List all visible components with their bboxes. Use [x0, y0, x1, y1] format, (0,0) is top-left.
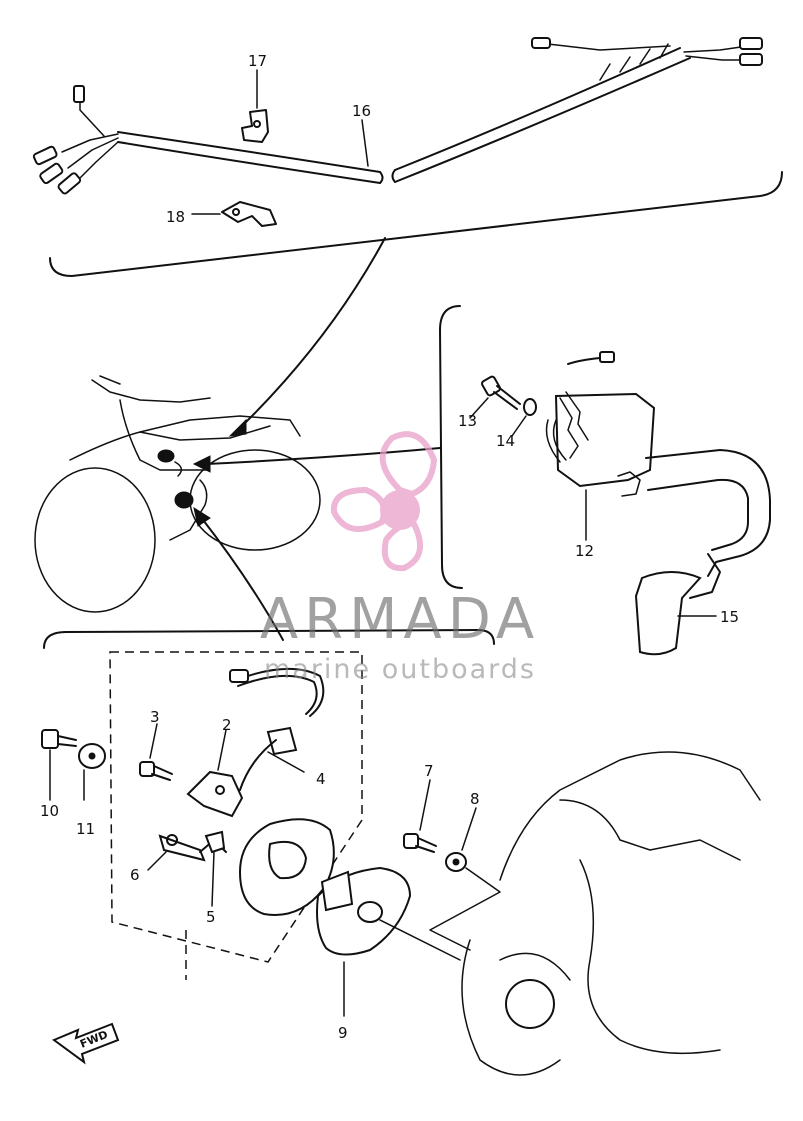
ignition-coil-section: [439, 305, 771, 656]
crankcase-outline: [461, 751, 761, 1076]
coil-washer: [523, 398, 537, 416]
watermark-subtitle: marine outboards: [264, 654, 536, 685]
part-number: 13: [458, 412, 477, 430]
part-number: 7: [424, 762, 434, 780]
harness-bracket: [191, 201, 277, 227]
part-number: 4: [316, 770, 326, 788]
screw-and-washer: [41, 729, 106, 801]
leader-arrows: [192, 237, 441, 641]
coil-bolt: [469, 375, 521, 419]
part-number: 8: [470, 790, 480, 808]
magneto-section: [41, 629, 761, 1076]
part-number: 18: [166, 208, 185, 226]
fwd-direction-arrow: [51, 1022, 120, 1065]
part-number: 10: [40, 802, 59, 820]
top-section-bracket: [49, 171, 783, 277]
part-number: 11: [76, 820, 95, 838]
part-number: 17: [248, 52, 267, 70]
part-number: 14: [496, 432, 515, 450]
part-callouts: 17 16 18 13 14 12 15 3 2 4 10 11 6 5 7 8…: [40, 52, 739, 1051]
part-number: 6: [130, 866, 140, 884]
part-number: 5: [206, 908, 216, 926]
armada-watermark: ARMADA marine outboards: [260, 431, 540, 685]
propeller-logo: [330, 431, 438, 572]
flywheel-rotor: [316, 866, 461, 1017]
spark-plug-cap: [634, 553, 721, 656]
part-number: 16: [352, 102, 371, 120]
coil-section-bracket: [439, 305, 463, 589]
wire-harness: [32, 37, 763, 195]
part-number: 3: [150, 708, 160, 726]
part-number: 15: [720, 608, 739, 626]
top-section: [32, 37, 783, 277]
bottom-section-bracket: [43, 629, 495, 649]
watermark-title: ARMADA: [260, 587, 540, 652]
rotor-screw-and-washer: [403, 779, 501, 951]
part-number: 2: [222, 716, 232, 734]
ignition-coil: [545, 351, 771, 577]
part-number: 9: [338, 1024, 348, 1042]
motorcycle-outline: [34, 375, 321, 613]
pickup-assembly: [139, 667, 335, 916]
stator-group-outline: [109, 651, 363, 963]
part-number: 12: [575, 542, 594, 560]
harness-clamp: [241, 69, 269, 143]
